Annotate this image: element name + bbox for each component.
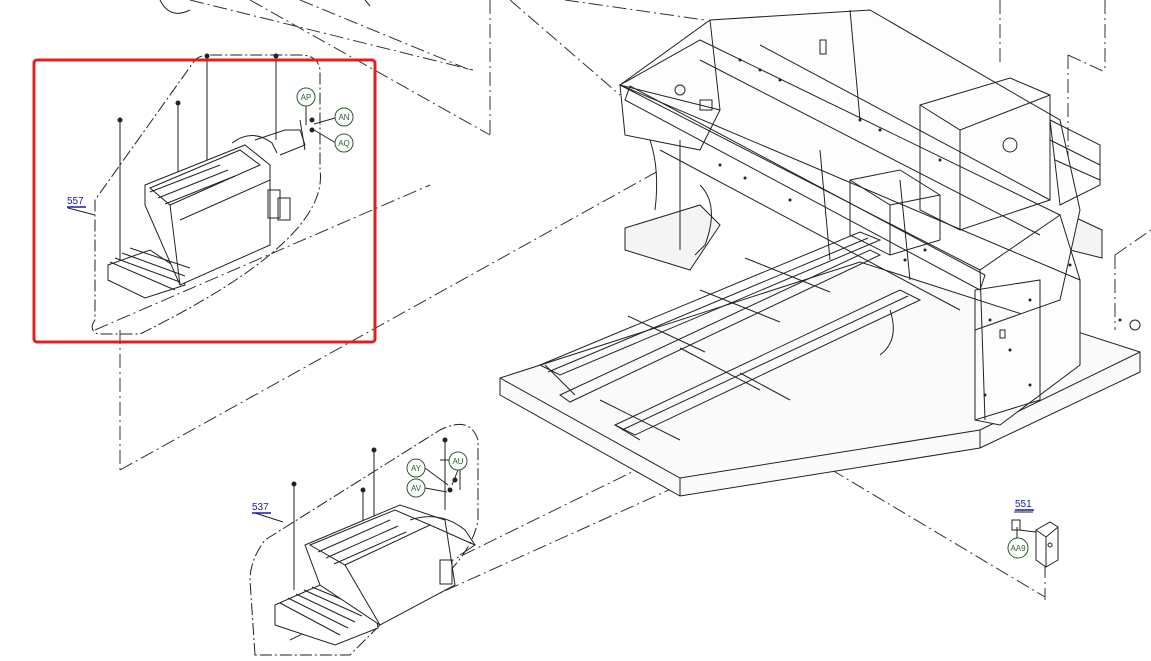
svg-text:AY: AY [411,464,422,473]
upper-slats-537 [317,519,407,565]
tray-slats-557 [109,164,236,291]
ref-label-551[interactable]: 551 [1015,499,1034,511]
svg-text:AU: AU [452,457,463,466]
svg-text:557: 557 [67,196,84,207]
callout-ay[interactable]: AY [406,458,426,478]
hole-dots [718,58,1122,397]
callout-av[interactable]: AV [406,478,426,498]
rail-set [538,231,922,441]
main-frame-assembly [499,9,1141,497]
tray-slats-537 [279,586,371,636]
callout-aa9[interactable]: AA9 [1007,537,1029,559]
part-551 [1011,511,1059,568]
callout-au[interactable]: AU [448,451,468,471]
svg-text:537: 537 [252,502,269,513]
ref-label-537[interactable]: 537 [252,502,271,514]
ref-label-557[interactable]: 557 [67,196,86,208]
callout-aq[interactable]: AQ [334,133,354,153]
partial-part-top-left [159,0,371,14]
callout-an[interactable]: AN [334,107,354,127]
gantry-frame [618,9,1141,426]
svg-text:AV: AV [411,484,422,493]
svg-text:AA9: AA9 [1010,544,1026,553]
highlight-box-557[interactable] [32,58,377,344]
svg-text:551: 551 [1015,499,1032,510]
subassembly-557 [67,53,337,335]
callout-ap[interactable]: AP [296,87,316,107]
subassembly-537 [249,423,479,656]
svg-text:AQ: AQ [338,139,350,148]
svg-text:AN: AN [338,113,349,122]
svg-text:AP: AP [301,93,312,102]
